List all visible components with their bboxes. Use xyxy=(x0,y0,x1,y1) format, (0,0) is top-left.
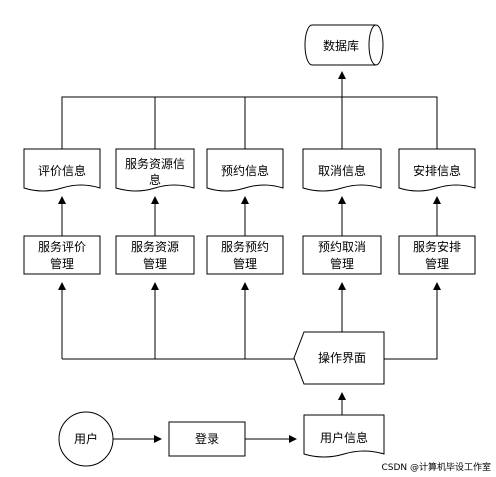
module-resource-mgmt: 服务资源 管理 xyxy=(115,235,195,275)
module-schedule-mgmt-line1: 服务安排 xyxy=(413,239,461,254)
module-evaluation-mgmt-line2: 管理 xyxy=(50,256,74,271)
doc-evaluation-info-label: 评价信息 xyxy=(38,163,86,178)
user-label: 用户 xyxy=(74,431,98,446)
module-schedule-mgmt-line2: 管理 xyxy=(425,256,449,271)
doc-user-info: 用户信息 xyxy=(303,414,385,458)
doc-booking-info-label: 预约信息 xyxy=(221,163,269,178)
doc-resource-info: 服务资源信 息 xyxy=(115,148,195,192)
doc-cancel-info: 取消信息 xyxy=(302,148,382,192)
module-booking-mgmt: 服务预约 管理 xyxy=(206,235,284,275)
module-cancel-mgmt-line1: 预约取消 xyxy=(318,239,366,254)
interface-node: 操作界面 xyxy=(293,331,385,385)
interface-label: 操作界面 xyxy=(318,350,366,365)
doc-resource-info-label-line2: 息 xyxy=(149,172,161,187)
doc-evaluation-info: 评价信息 xyxy=(23,148,101,192)
module-booking-mgmt-line1: 服务预约 xyxy=(221,239,269,254)
watermark: CSDN @计算机毕设工作室 xyxy=(381,461,491,473)
module-resource-mgmt-line1: 服务资源 xyxy=(131,239,179,254)
doc-cancel-info-label: 取消信息 xyxy=(318,163,366,178)
doc-schedule-info: 安排信息 xyxy=(398,148,476,192)
doc-resource-info-label-line1: 服务资源信 xyxy=(125,156,185,171)
interface-to-module-arrows xyxy=(58,282,441,360)
database-node: 数据库 xyxy=(304,24,384,66)
user-node: 用户 xyxy=(58,411,114,467)
module-evaluation-mgmt: 服务评价 管理 xyxy=(23,235,101,275)
bus-to-database xyxy=(61,71,438,149)
database-label: 数据库 xyxy=(323,38,359,53)
doc-user-info-label: 用户信息 xyxy=(320,430,368,445)
login-label: 登录 xyxy=(195,431,219,446)
module-resource-mgmt-line2: 管理 xyxy=(143,256,167,271)
login-node: 登录 xyxy=(168,421,246,457)
module-cancel-mgmt-line2: 管理 xyxy=(330,256,354,271)
module-evaluation-mgmt-line1: 服务评价 xyxy=(38,239,86,254)
module-schedule-mgmt: 服务安排 管理 xyxy=(398,235,476,275)
module-to-doc-arrows xyxy=(58,196,441,236)
doc-schedule-info-label: 安排信息 xyxy=(413,163,461,178)
doc-booking-info: 预约信息 xyxy=(206,148,284,192)
module-booking-mgmt-line2: 管理 xyxy=(233,256,257,271)
module-cancel-mgmt: 预约取消 管理 xyxy=(302,235,382,275)
